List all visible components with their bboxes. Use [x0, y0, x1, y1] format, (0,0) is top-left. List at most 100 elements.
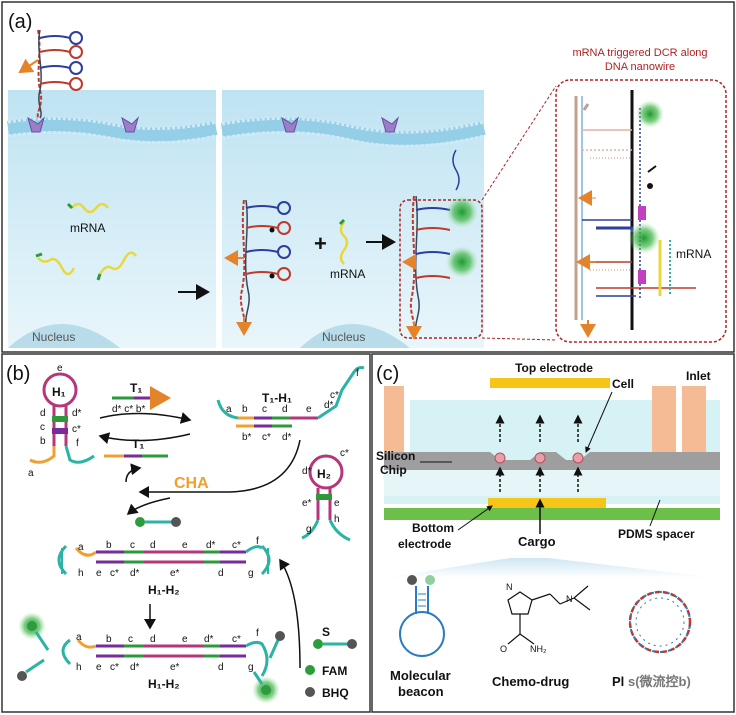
fam-swatch	[305, 665, 315, 675]
middle-nanowire	[224, 199, 291, 336]
legend-bhq: BHQ	[305, 686, 349, 700]
plus-sign: +	[314, 231, 327, 256]
chemo-o-label: O	[500, 644, 507, 654]
inset-title-line1: mRNA triggered DCR along	[572, 47, 707, 59]
panel-b: (b) H₁ e d c b a d* c* f T₁ d* c* b*	[1, 353, 371, 713]
svg-text:c*: c*	[330, 390, 339, 401]
svg-text:d*: d*	[282, 432, 292, 443]
cell-label: Cell	[612, 377, 634, 391]
left-wall-gap	[404, 386, 410, 496]
legend-fam: FAM	[305, 664, 347, 678]
svg-text:c*: c*	[232, 540, 241, 551]
panel-c-label: (c)	[376, 363, 399, 385]
inset-quencher	[647, 183, 653, 189]
panel-c: (c) Top electrode Inlet Cell	[371, 353, 735, 713]
fam-label: FAM	[322, 664, 347, 678]
svg-text:a: a	[28, 468, 34, 479]
svg-text:d: d	[150, 540, 156, 551]
inset-mrna-label: mRNA	[676, 247, 711, 261]
t1-top: T₁ d* c* b*	[112, 381, 171, 415]
h2-label: H₂	[317, 467, 331, 481]
middle-mrna	[338, 218, 349, 265]
svg-text:b: b	[106, 634, 112, 645]
svg-text:f: f	[356, 368, 359, 379]
inset-cone-top	[481, 85, 557, 201]
svg-text:c*: c*	[232, 634, 241, 645]
svg-text:b: b	[40, 436, 46, 447]
probe-1	[135, 517, 181, 527]
svg-text:a: a	[76, 632, 82, 643]
svg-text:e: e	[182, 634, 188, 645]
inset-glow-1	[636, 100, 664, 128]
svg-text:f: f	[256, 536, 259, 547]
chemo-drug-label: Chemo-drug	[492, 674, 569, 689]
svg-text:e*: e*	[302, 498, 312, 509]
t1-domains: d* c* b*	[112, 404, 145, 415]
svg-text:c*: c*	[340, 448, 349, 459]
svg-text:c: c	[262, 404, 267, 415]
left-nanowire	[18, 29, 83, 119]
top-electrode-label: Top electrode	[515, 361, 593, 375]
svg-text:c: c	[130, 540, 135, 551]
svg-text:a: a	[78, 542, 84, 553]
h1h2-label-1: H₁-H₂	[148, 583, 180, 597]
svg-text:b: b	[242, 404, 248, 415]
bhq-label: BHQ	[322, 686, 349, 700]
svg-text:h: h	[334, 514, 340, 525]
h2-hairpin: H₂ c* d* e* e h g	[301, 448, 351, 542]
pdms-green-layer	[384, 508, 720, 520]
left-nucleus-label: Nucleus	[32, 330, 75, 344]
watermark: s(微流控b)	[628, 674, 691, 689]
t1-bottom-label: T₁	[132, 437, 144, 451]
cha-arrow-top	[138, 439, 301, 498]
left-mrna-1	[66, 202, 109, 214]
cell-2	[534, 452, 546, 464]
left-mrna-3	[96, 251, 137, 281]
plasmid	[628, 590, 692, 654]
panel-b-label: (b)	[6, 363, 30, 385]
middle-nucleus-label: Nucleus	[322, 330, 365, 344]
svg-text:d*: d*	[302, 466, 312, 477]
bhq-swatch	[305, 687, 315, 697]
glowing-nanowire	[402, 149, 478, 340]
left-nucleus	[8, 324, 120, 348]
cargo-label: Cargo	[518, 534, 556, 549]
glow-probe-left	[17, 612, 50, 681]
inset-title-line2: DNA nanowire	[605, 61, 675, 73]
svg-text:e: e	[182, 540, 188, 551]
chemo-hn-label: N	[506, 582, 513, 592]
left-mrna-2	[35, 252, 76, 276]
svg-text:e*: e*	[170, 568, 180, 579]
h1-label: H₁	[52, 385, 66, 399]
svg-text:f: f	[256, 628, 259, 639]
svg-text:e: e	[334, 498, 340, 509]
svg-text:f: f	[76, 438, 79, 449]
chemo-nh2-label: NH₂	[530, 644, 547, 654]
h1-hairpin: H₁ e d c b a d* c* f	[28, 363, 95, 479]
svg-text:h: h	[76, 662, 82, 673]
svg-text:c*: c*	[72, 424, 81, 435]
svg-text:g: g	[306, 524, 312, 535]
svg-text:d*: d*	[206, 540, 216, 551]
middle-nucleus	[300, 324, 410, 348]
arrow-h1-to-t1h1	[99, 412, 192, 424]
molecular-beacon	[399, 575, 445, 657]
top-electrode	[490, 378, 610, 388]
svg-text:d: d	[150, 634, 156, 645]
svg-text:d*: d*	[324, 400, 334, 411]
panel-a-label: (a)	[8, 11, 32, 33]
molecular-beacon-label-1: Molecular	[390, 668, 451, 683]
chemo-drug-structure	[507, 585, 591, 645]
right-wall-gap	[676, 386, 682, 496]
silicon-chip-label-1: Silicon	[376, 449, 415, 463]
glow-probe-right	[252, 631, 285, 704]
svg-text:d: d	[218, 568, 224, 579]
bottom-electrode	[488, 498, 606, 508]
svg-text:e: e	[96, 568, 102, 579]
cell-3	[572, 452, 584, 464]
t1h1-complex: T₁-H₁ a b c d e d* c* f b* c* d*	[216, 366, 365, 443]
svg-text:c*: c*	[262, 432, 271, 443]
svg-text:c: c	[40, 422, 45, 433]
svg-text:c*: c*	[110, 662, 119, 673]
